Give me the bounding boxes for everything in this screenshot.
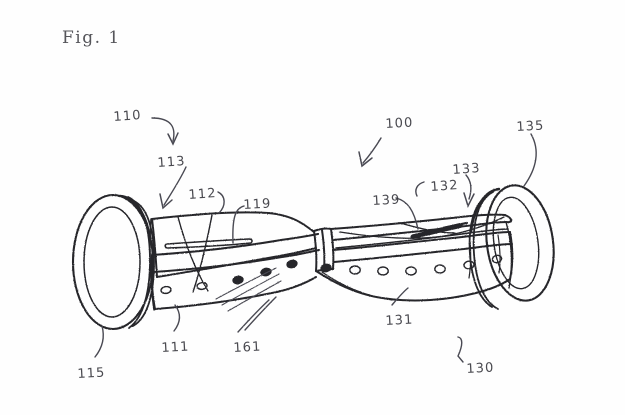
right-fender-belly	[321, 271, 393, 301]
ref-label-139: 139	[372, 192, 401, 209]
right-fender	[315, 221, 514, 302]
leader-100	[362, 137, 382, 164]
left-pad-slot	[164, 238, 253, 249]
leader-119	[232, 205, 245, 244]
ref-label-119: 119	[243, 196, 272, 213]
ref-label-130: 130	[466, 360, 495, 377]
leader-161	[244, 296, 277, 331]
right-wheel	[485, 184, 555, 302]
ref-label-111: 111	[161, 339, 190, 356]
arrowhead-132	[463, 192, 475, 209]
ref-label-133: 133	[452, 161, 482, 178]
leader-112	[217, 191, 225, 214]
leader-131	[391, 287, 409, 306]
arrowhead-110	[167, 132, 179, 146]
leader-139	[395, 197, 419, 230]
leader-115	[94, 325, 104, 358]
leader-161b	[237, 299, 270, 333]
ref-label-110: 110	[113, 108, 143, 125]
figure-title: Fig. 1	[62, 28, 121, 48]
leader-111	[173, 304, 181, 332]
leader-130	[457, 336, 464, 363]
right-pad-slot	[410, 221, 469, 239]
ref-label-115: 115	[77, 365, 106, 382]
leader-132	[415, 181, 425, 197]
right-fender-seams	[468, 234, 501, 279]
right-platform-top	[330, 213, 513, 249]
left-fender-shading	[215, 267, 282, 312]
ref-label-132: 132	[430, 178, 460, 195]
right-platform-facets	[339, 216, 505, 239]
left-wheel	[71, 193, 155, 331]
arrowhead-113	[159, 193, 173, 210]
right-fender-lights	[320, 254, 503, 276]
leader-113	[163, 166, 187, 206]
ref-label-113: 113	[157, 154, 187, 171]
ref-label-135: 135	[516, 118, 545, 135]
left-platform-facets	[177, 214, 213, 293]
leader-133	[465, 174, 472, 200]
left-wheel-sidewall	[118, 194, 155, 329]
left-fender-lights	[160, 259, 298, 295]
ref-label-112: 112	[188, 186, 218, 203]
ref-label-100: 100	[385, 115, 414, 132]
ref-label-131: 131	[385, 312, 414, 329]
left-fender	[149, 218, 320, 311]
left-platform-top	[151, 211, 317, 278]
arrowhead-100	[358, 151, 373, 168]
leader-135	[523, 133, 537, 187]
leader-110	[151, 117, 175, 142]
ref-label-161: 161	[233, 339, 262, 356]
